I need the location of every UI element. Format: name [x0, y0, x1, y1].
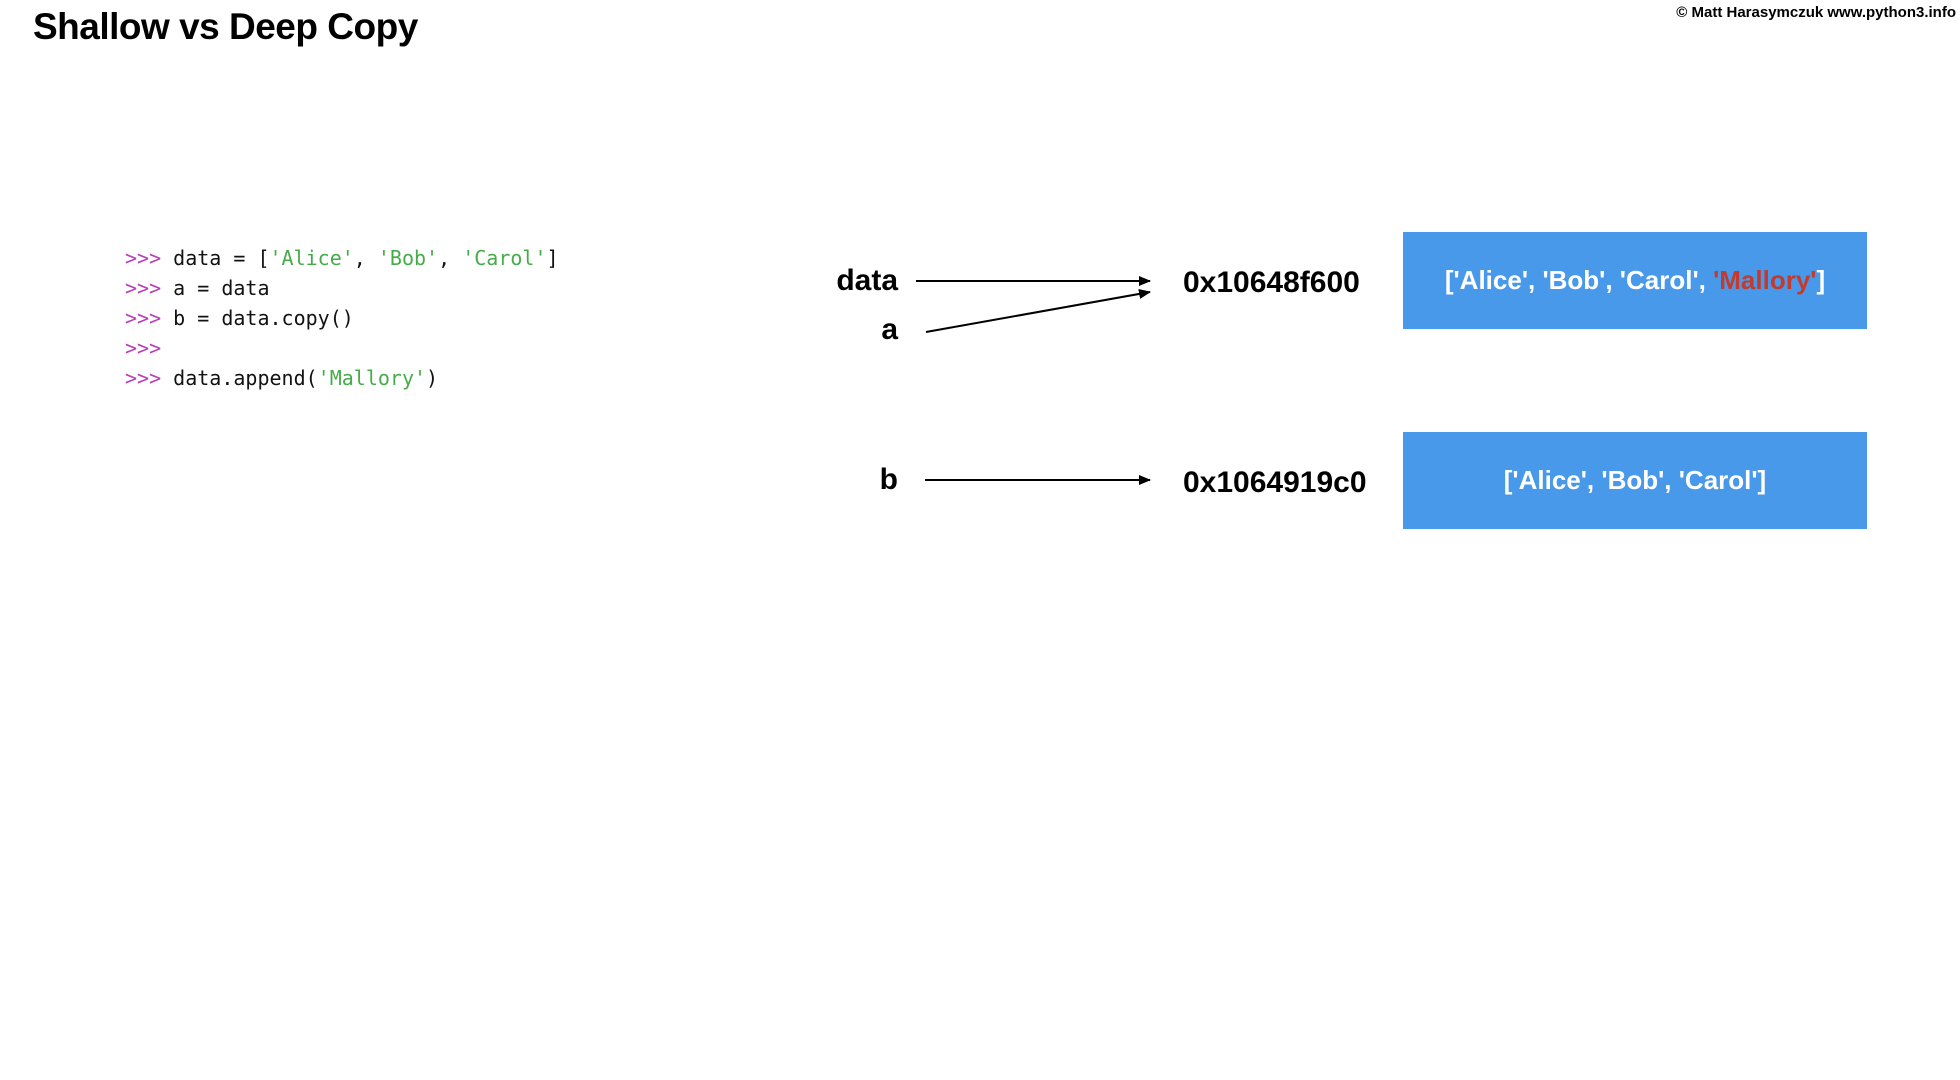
string-literal: 'Mallory': [317, 366, 427, 390]
code-text: ,: [353, 246, 378, 270]
repl-prompt: >>>: [125, 366, 174, 390]
string-literal: 'Alice': [269, 246, 354, 270]
string-literal: 'Bob': [377, 246, 439, 270]
code-line-5: >>> data.append('Mallory'): [125, 363, 559, 393]
variable-label-data: data: [836, 264, 898, 297]
code-line-1: >>> data = ['Alice', 'Bob', 'Carol']: [125, 243, 559, 273]
code-text: data = [: [173, 246, 270, 270]
string-literal: 'Carol': [462, 246, 547, 270]
code-text: ]: [546, 246, 559, 270]
memory-address-copy: 0x1064919c0: [1183, 466, 1367, 499]
code-text: data.append(: [173, 366, 318, 390]
repl-prompt: >>>: [125, 306, 174, 330]
code-text: ): [426, 366, 439, 390]
variable-label-b: b: [879, 463, 898, 496]
code-text: b = data.copy(): [173, 306, 354, 330]
code-text: a = data: [173, 276, 270, 300]
copyright-notice: © Matt Harasymczuk www.python3.info: [1676, 4, 1956, 21]
page-title: Shallow vs Deep Copy: [33, 6, 418, 47]
code-line-3: >>> b = data.copy(): [125, 303, 559, 333]
list-value-prefix: ['Alice', 'Bob', 'Carol',: [1444, 265, 1714, 295]
repl-prompt: >>>: [125, 276, 174, 300]
list-value-suffix: ]: [1816, 265, 1826, 295]
list-value-highlight: 'Mallory': [1713, 265, 1817, 295]
memory-address-shared: 0x10648f600: [1183, 266, 1360, 299]
memory-box-shared: ['Alice', 'Bob', 'Carol', 'Mallory']: [1403, 232, 1867, 329]
arrow-a-to-address1: [925, 289, 1151, 333]
repl-prompt: >>>: [125, 246, 174, 270]
repl-prompt: >>>: [125, 336, 162, 360]
code-block: >>> data = ['Alice', 'Bob', 'Carol'] >>>…: [125, 243, 559, 393]
variable-label-a: a: [881, 313, 898, 346]
code-line-2: >>> a = data: [125, 273, 559, 303]
code-text: ,: [438, 246, 463, 270]
memory-box-copy: ['Alice', 'Bob', 'Carol']: [1403, 432, 1867, 529]
code-line-4: >>>: [125, 333, 559, 363]
list-value-prefix: ['Alice', 'Bob', 'Carol']: [1503, 465, 1767, 495]
